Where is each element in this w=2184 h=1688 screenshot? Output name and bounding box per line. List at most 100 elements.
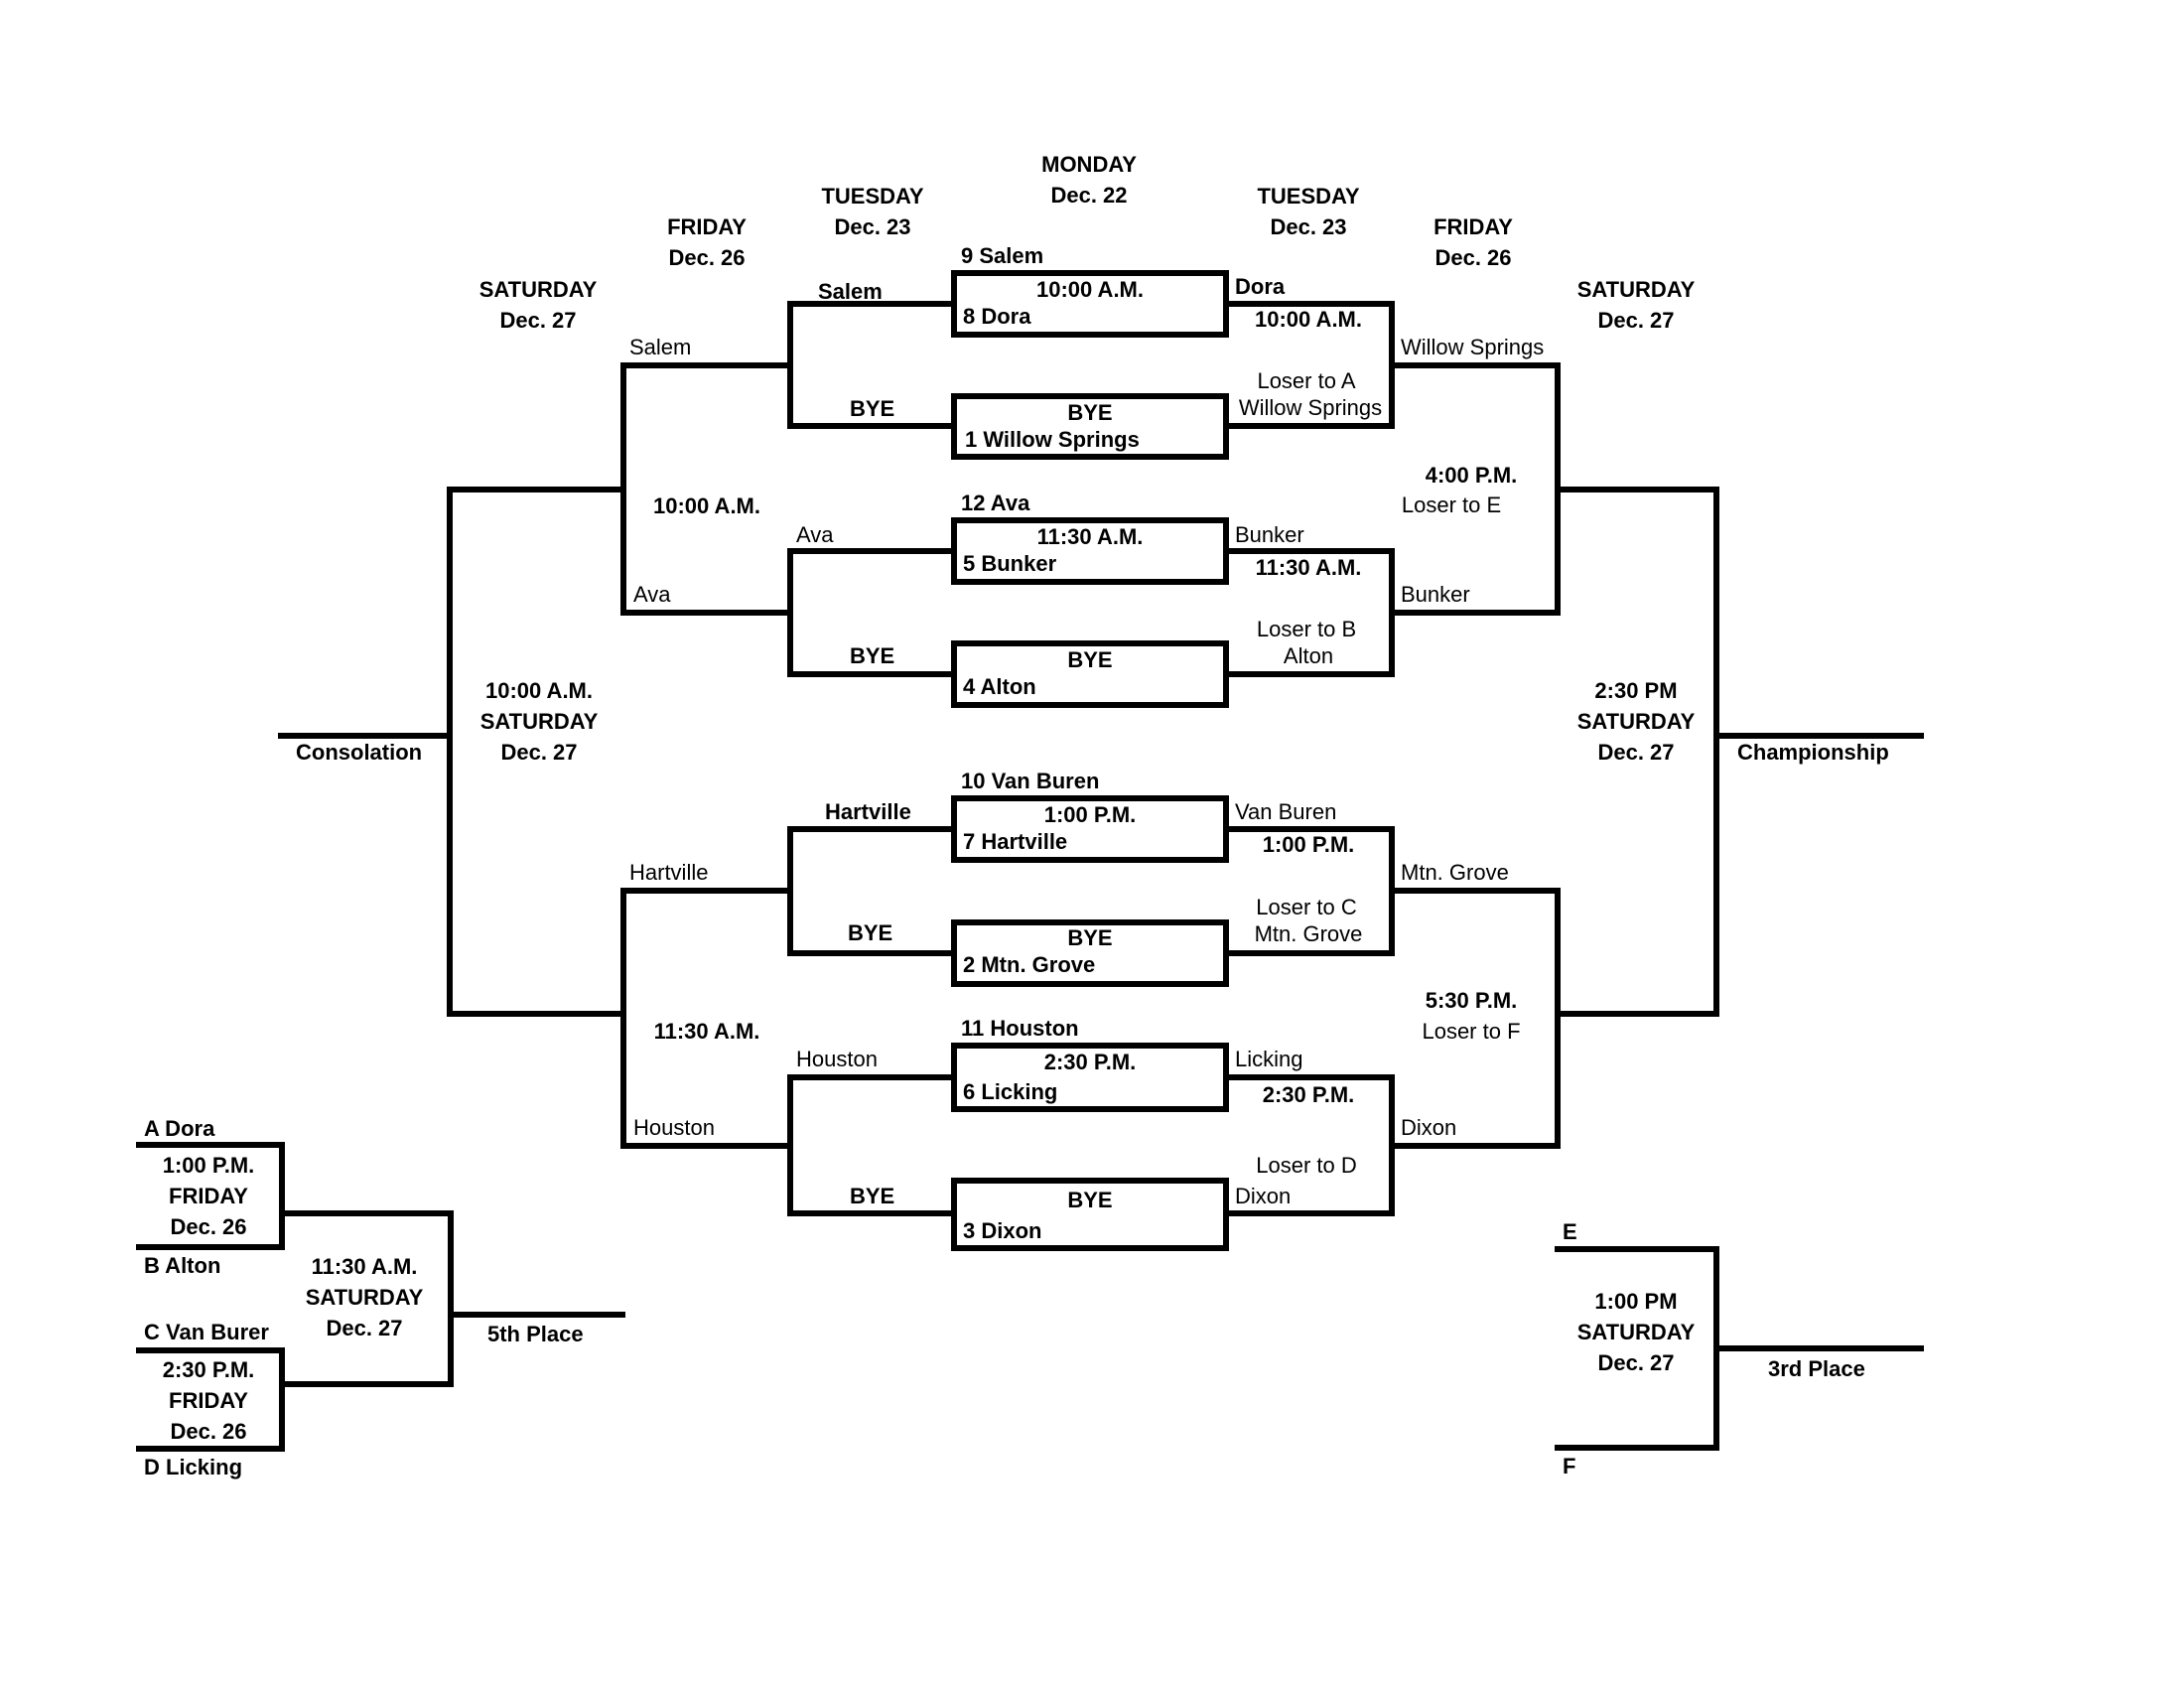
header-day: TUESDAY	[821, 184, 924, 209]
header-date: Dec. 26	[668, 245, 746, 270]
seed-label: 12 Ava	[961, 491, 1030, 515]
header-day: SATURDAY	[478, 277, 598, 302]
team-label: Houston	[633, 1115, 715, 1140]
game-time: 11:30 A.M.	[1036, 524, 1144, 549]
bye-label: BYE	[1067, 400, 1113, 425]
loser-note: Loser to C	[1256, 895, 1357, 919]
header-date: Dec. 27	[1597, 308, 1675, 333]
header-day: TUESDAY	[1257, 184, 1360, 209]
bye-label: BYE	[1067, 925, 1113, 950]
game-time: 2:30 P.M.	[1262, 1082, 1355, 1107]
game-time: 10:00 A.M.	[1035, 277, 1145, 302]
loser-note: Loser to A	[1257, 368, 1356, 393]
loser-team: Alton	[1283, 643, 1334, 668]
team-label: C Van Burer	[144, 1320, 269, 1344]
bye-label: BYE	[848, 920, 893, 945]
game-time: 1:00 PM	[1594, 1289, 1678, 1314]
winner-label: Van Buren	[1235, 799, 1337, 824]
game-day: SATURDAY	[1576, 1320, 1696, 1344]
bye-label: BYE	[850, 1184, 895, 1208]
game-time: 10:00 A.M.	[652, 493, 761, 518]
game-time: 2:30 P.M.	[1043, 1050, 1137, 1074]
team-label: Dixon	[1401, 1115, 1457, 1140]
loser-team: Mtn. Grove	[1254, 921, 1363, 946]
right-r3-bracket-2	[1389, 888, 1561, 1149]
loser-team: Dixon	[1235, 1184, 1292, 1208]
header-tuesday-right: TUESDAY Dec. 23	[1257, 181, 1359, 242]
game-time: 2:30 P.M.	[162, 1357, 255, 1382]
game-time: 2:30 PM	[1594, 678, 1678, 703]
seed-label: 1 Willow Springs	[965, 427, 1140, 452]
header-friday-left: FRIDAY Dec. 26	[667, 211, 747, 273]
championship-schedule: 2:30 PM SATURDAY Dec. 27	[1577, 675, 1696, 768]
seed-label: 5 Bunker	[963, 551, 1057, 576]
consolation-schedule: 10:00 A.M. SATURDAY Dec. 27	[480, 675, 599, 768]
team-label: Hartville	[825, 799, 911, 824]
team-label: Ava	[633, 582, 671, 607]
team-label: Mtn. Grove	[1401, 860, 1509, 885]
fifth-place-label: 5th Place	[487, 1322, 584, 1346]
game-date: Dec. 26	[170, 1419, 247, 1444]
game-time: 1:00 P.M.	[1262, 832, 1355, 857]
team-label: E	[1563, 1219, 1577, 1244]
bye-label: BYE	[1067, 1188, 1113, 1212]
game-time: 11:30 A.M.	[311, 1254, 418, 1279]
third-place-label: 3rd Place	[1768, 1356, 1865, 1381]
seed-label: 2 Mtn. Grove	[963, 952, 1096, 977]
team-label: F	[1563, 1454, 1576, 1478]
fifth-game-b-bracket	[136, 1347, 285, 1452]
seed-label: 9 Salem	[961, 243, 1044, 268]
fifth-final-schedule: 11:30 A.M. SATURDAY Dec. 27	[306, 1251, 424, 1343]
loser-note: Loser to B	[1256, 617, 1357, 641]
game-day: FRIDAY	[169, 1388, 248, 1413]
team-label: Houston	[796, 1047, 878, 1071]
fifth-game-a-schedule: 1:00 P.M. FRIDAY Dec. 26	[163, 1150, 255, 1242]
game-date: Dec. 27	[1597, 1350, 1675, 1375]
header-date: Dec. 23	[1270, 214, 1347, 239]
championship-label: Championship	[1737, 740, 1889, 765]
winner-label: Licking	[1235, 1047, 1303, 1071]
left-r3-bracket-1	[620, 362, 793, 616]
team-label: Ava	[796, 522, 834, 547]
consolation-bracket	[447, 487, 626, 1017]
seed-label: 7 Hartville	[963, 829, 1068, 854]
team-label: D Licking	[144, 1455, 243, 1479]
team-label: Salem	[818, 279, 883, 304]
seed-label: 4 Alton	[963, 674, 1036, 699]
header-saturday-left: SATURDAY Dec. 27	[479, 274, 598, 336]
game-date: Dec. 27	[500, 740, 578, 765]
team-label: A Dora	[144, 1116, 215, 1141]
team-label: Bunker	[1401, 582, 1470, 607]
team-label: B Alton	[144, 1253, 221, 1278]
header-date: Dec. 23	[834, 214, 911, 239]
header-date: Dec. 26	[1434, 245, 1512, 270]
header-day: FRIDAY	[1433, 214, 1513, 239]
winner-label: Dora	[1235, 274, 1286, 299]
header-friday-right: FRIDAY Dec. 26	[1433, 211, 1513, 273]
game-day: FRIDAY	[169, 1184, 248, 1208]
fifth-final-bracket	[279, 1210, 454, 1387]
team-label: Hartville	[629, 860, 709, 885]
game-date: Dec. 27	[1597, 740, 1675, 765]
loser-note: Loser to D	[1256, 1153, 1357, 1178]
third-place-schedule: 1:00 PM SATURDAY Dec. 27	[1577, 1286, 1696, 1378]
team-label: Salem	[629, 335, 692, 359]
seed-label: 3 Dixon	[963, 1218, 1042, 1243]
winner-label: Bunker	[1235, 522, 1304, 547]
seed-label: 8 Dora	[963, 304, 1031, 329]
header-date: Dec. 22	[1050, 183, 1128, 208]
loser-note: Loser to F	[1422, 1019, 1521, 1044]
seed-label: 10 Van Buren	[961, 769, 1100, 793]
consolation-label: Consolation	[296, 740, 423, 765]
loser-team: Willow Springs	[1238, 395, 1383, 420]
game-time: 4:00 P.M.	[1425, 463, 1518, 488]
bye-label: BYE	[850, 396, 895, 421]
loser-note: Loser to E	[1401, 492, 1502, 517]
team-label: Willow Springs	[1401, 335, 1545, 359]
bye-label: BYE	[850, 643, 895, 668]
bye-label: BYE	[1067, 647, 1113, 672]
championship-bracket	[1555, 487, 1719, 1017]
game-time: 10:00 A.M.	[1254, 307, 1363, 332]
header-day: FRIDAY	[667, 214, 747, 239]
